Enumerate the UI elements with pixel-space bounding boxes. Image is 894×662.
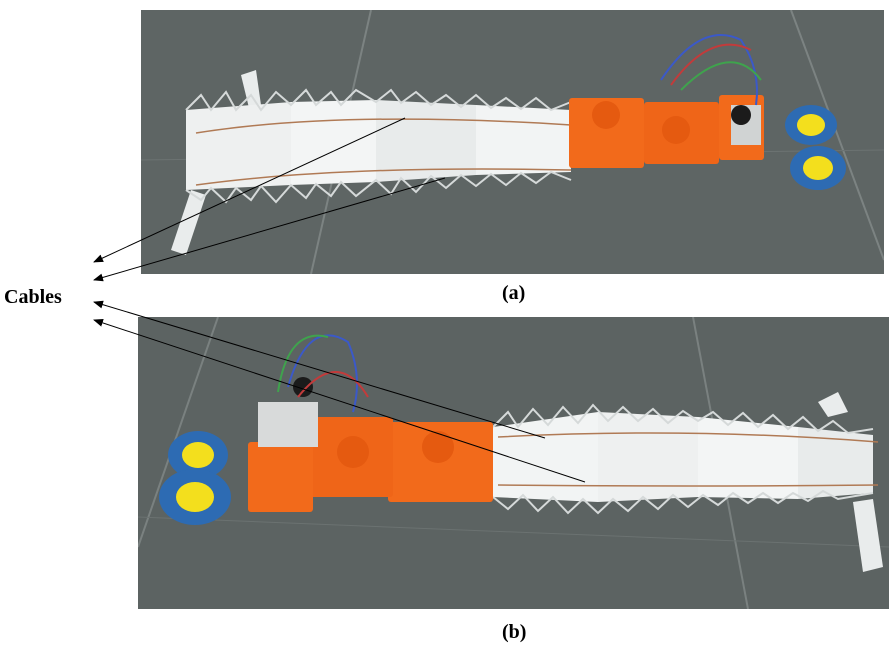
photo-a-scene (141, 10, 884, 274)
caption-a: (a) (502, 282, 526, 304)
tab-bottom-b (853, 499, 883, 572)
photo-b-scene (138, 317, 889, 609)
tab-top (241, 70, 261, 108)
cables-label: Cables (4, 286, 62, 308)
tab-top-b (818, 392, 848, 417)
photo-a (141, 10, 884, 274)
caption-b: (b) (502, 621, 527, 643)
robot-chassis-a (569, 34, 764, 168)
photo-b (138, 317, 889, 609)
wheels-a (785, 105, 846, 190)
